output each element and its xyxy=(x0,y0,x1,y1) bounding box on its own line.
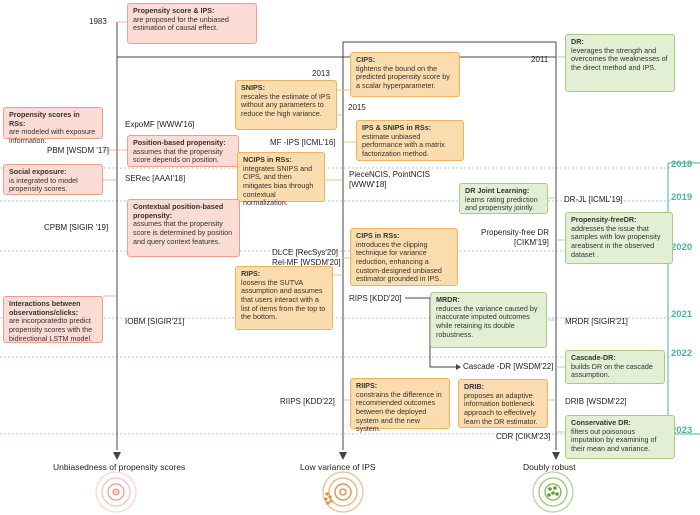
method-label: Rel-MF [WSDM'20] xyxy=(272,258,341,267)
year-label: 2021 xyxy=(671,309,693,320)
year-label: 2023 xyxy=(671,425,693,436)
method-label: CDR [CIKM'23] xyxy=(496,432,551,441)
note-dr-joint: DR Joint Learning:learns rating predicti… xyxy=(459,183,548,214)
method-label: RIPS [KDD'20] xyxy=(349,294,402,303)
method-label: RIIPS [KDD'22] xyxy=(280,397,335,406)
caption-unbiasedness: Unbiasedness of propensity scores xyxy=(53,462,186,472)
method-label: DLCE [RecSys'20] xyxy=(272,248,338,257)
note-propensity-ips: Propensity score & IPS:are proposed for … xyxy=(127,3,257,44)
method-label: 2015 xyxy=(348,103,366,112)
note-rips: RIPS:loosens the SUTVA assumption and as… xyxy=(235,266,333,330)
method-label: 1983 xyxy=(89,17,107,26)
year-bracket xyxy=(667,162,700,435)
arrow-cascade xyxy=(456,364,461,370)
method-label: SERec [AAAI'18] xyxy=(125,174,186,183)
arrow-low-variance xyxy=(339,452,347,460)
method-label: IOBM [SIGIR'21] xyxy=(125,317,185,326)
year-label: 2019 xyxy=(671,192,693,203)
arrow-doubly-robust xyxy=(552,452,560,460)
method-label: [CIKM'19] xyxy=(514,238,549,247)
year-label: 2018 xyxy=(671,159,693,170)
method-label: DRIB [WSDM'22] xyxy=(565,397,627,406)
note-drib: DRIB:proposes an adaptive information bo… xyxy=(458,379,548,428)
caption-low-variance: Low variance of IPS xyxy=(300,462,376,472)
method-label: Propensity-free DR xyxy=(481,228,550,237)
caption-doubly-robust: Doubly robust xyxy=(523,462,576,472)
note-position-based: Position-based propensity:assumes that t… xyxy=(127,135,239,167)
note-contextual-position: Contextual position-based propensity:ass… xyxy=(127,199,240,257)
note-conservative-dr: Conservative DR:filters out poisonous im… xyxy=(565,415,675,459)
note-riips: RIIPS:constrains the difference in recom… xyxy=(350,378,450,433)
year-label: 2022 xyxy=(671,348,693,359)
target-icon-doubly-robust xyxy=(532,471,574,513)
note-dr: DR:leverages the strength and overcomes … xyxy=(565,34,675,92)
method-label: DR-JL [ICML'19] xyxy=(564,195,623,204)
target-icon-low-variance xyxy=(322,471,364,513)
method-label: Cascade -DR [WSDM'22] xyxy=(463,362,554,371)
note-cascade-dr: Cascade-DR:builds DR on the cascade assu… xyxy=(565,350,665,384)
method-label: MF -IPS [ICML'16] xyxy=(270,138,336,147)
method-label: [WWW'18] xyxy=(349,180,387,189)
note-ncips: NCIPS in RSs:integrates SNIPS and CIPS, … xyxy=(237,152,325,207)
method-label: ExpoMF [WWW'16] xyxy=(125,120,195,129)
note-propensity-rss: Propensity scores in RSs:are modeled wit… xyxy=(3,107,103,145)
method-label: PBM [WSDM '17] xyxy=(47,146,109,155)
arrow-unbiasedness xyxy=(113,452,121,460)
target-icon-unbiasedness xyxy=(95,471,137,513)
note-propensity-free-dr: Propensity-freeDR:addresses the issue th… xyxy=(565,212,673,264)
method-label: MRDR [SIGIR'21] xyxy=(565,317,628,326)
note-mrdr: MRDR:reduces the variance caused by inac… xyxy=(430,292,547,348)
method-label: 2011 xyxy=(531,55,549,64)
note-cips-rss: CIPS in RSs:introduces the clipping tech… xyxy=(350,228,458,286)
note-interactions: Interactions between observations/clicks… xyxy=(3,296,103,343)
method-label: PieceNCIS, PointNCIS xyxy=(349,170,430,179)
method-label: CPBM [SIGIR '19] xyxy=(44,223,109,232)
note-snips: SNIPS:rescales the estimate of IPS witho… xyxy=(235,80,337,130)
year-label: 2020 xyxy=(671,242,693,253)
note-cips: CIPS:tightens the bound on the predicted… xyxy=(350,52,460,97)
method-label: 2013 xyxy=(312,69,330,78)
note-ips-snips-rss: IPS & SNIPS in RSs:estimate unbiased per… xyxy=(356,120,464,161)
note-social-exposure: Social exposure:is integrated to model p… xyxy=(3,164,103,195)
